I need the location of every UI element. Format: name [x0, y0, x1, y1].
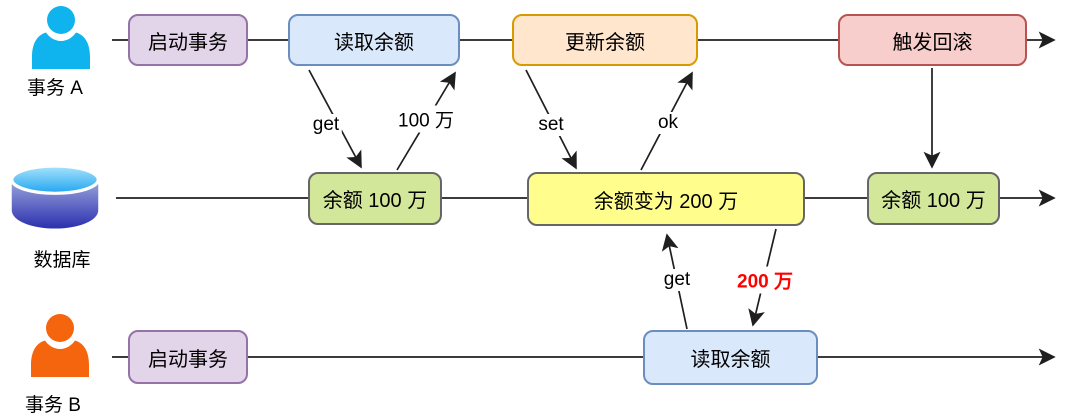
node-read-balance-b: 读取余额 [643, 330, 818, 385]
edge-label-ok: ok [654, 112, 682, 134]
node-start-transaction-a: 启动事务 [128, 14, 248, 66]
lane-b-label: 事务 B [25, 395, 81, 416]
person-b-icon [28, 312, 92, 387]
node-trigger-rollback-a: 触发回滚 [838, 14, 1027, 66]
edge-label-return-200w: 200 万 [734, 266, 796, 294]
lane-a-label: 事务 A [27, 78, 83, 99]
database-icon [8, 163, 102, 238]
node-balance-100w-1: 余额 100 万 [308, 172, 442, 225]
node-balance-becomes-200w: 余额变为 200 万 [527, 172, 805, 226]
person-a-icon [28, 5, 94, 78]
node-start-transaction-b: 启动事务 [128, 330, 248, 384]
node-update-balance-a: 更新余额 [512, 14, 698, 66]
edge-label-get-b: get [660, 269, 694, 291]
edge-label-get-a: get [309, 114, 343, 136]
lane-db-label: 数据库 [33, 250, 91, 271]
edge-label-set: set [535, 114, 567, 136]
node-read-balance-a: 读取余额 [288, 14, 460, 66]
edge-label-return-100w: 100 万 [395, 105, 457, 133]
node-balance-100w-2: 余额 100 万 [867, 172, 1000, 225]
